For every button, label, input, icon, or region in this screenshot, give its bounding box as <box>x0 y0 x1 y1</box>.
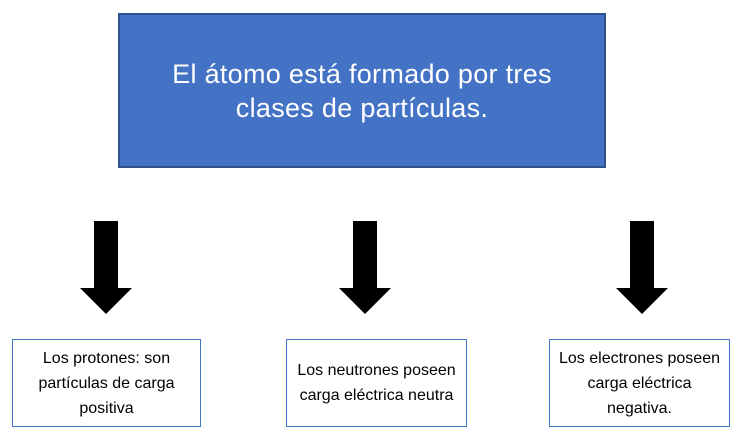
down-arrow-icon <box>616 221 668 314</box>
down-arrow-icon <box>80 221 132 314</box>
electrons-text: Los electrones poseen carga eléctrica ne… <box>559 349 720 417</box>
neutrons-box: Los neutrones poseen carga eléctrica neu… <box>286 339 467 427</box>
protons-text: Los protones: son partículas de carga po… <box>38 349 175 417</box>
down-arrow-icon <box>339 221 391 314</box>
main-concept-text: El átomo está formado por tres clases de… <box>172 58 552 123</box>
electrons-box: Los electrones poseen carga eléctrica ne… <box>549 339 730 427</box>
protons-box: Los protones: son partículas de carga po… <box>12 339 201 427</box>
neutrons-text: Los neutrones poseen carga eléctrica neu… <box>297 362 456 404</box>
main-concept-box: El átomo está formado por tres clases de… <box>118 13 606 168</box>
